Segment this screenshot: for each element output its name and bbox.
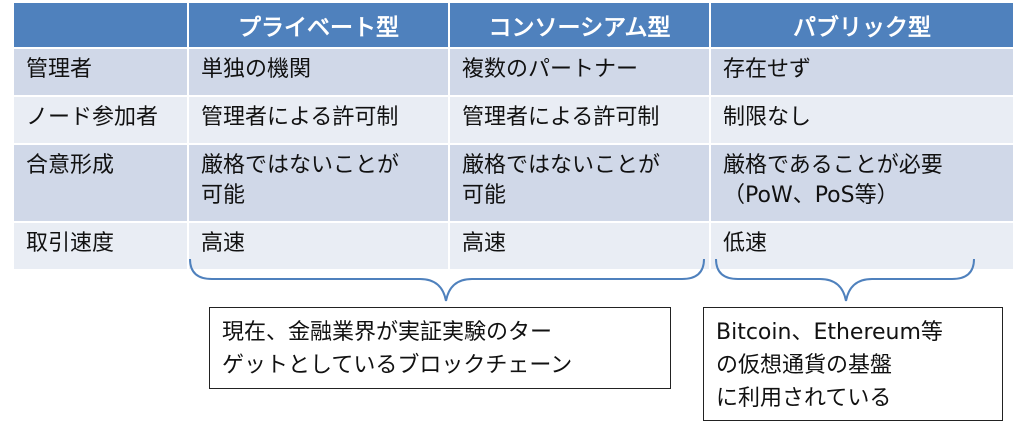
row-label: 取引速度 xyxy=(14,221,189,269)
header-private: プライベート型 xyxy=(188,3,450,48)
cell-line: 厳格であることが必要 xyxy=(723,153,943,178)
row-label: ノード参加者 xyxy=(14,95,189,144)
note-private-consortium: 現在、金融業界が実証実験のター ゲットとしているブロックチェーン xyxy=(209,307,671,389)
header-row: プライベート型 コンソーシアム型 パブリック型 xyxy=(14,3,1015,48)
cell-private: 高速 xyxy=(188,221,450,269)
cell-private: 単独の機関 xyxy=(188,47,450,96)
note-line: に利用されている xyxy=(716,386,892,411)
cell-consortium: 高速 xyxy=(449,221,711,269)
cell-line: 可能 xyxy=(201,183,246,208)
note-line: Bitcoin、Ethereum等 xyxy=(716,320,943,345)
note-public: Bitcoin、Ethereum等 の仮想通貨の基盤 に利用されている xyxy=(703,307,1003,421)
row-transaction-speed: 取引速度 高速 高速 低速 xyxy=(14,221,1015,269)
row-node-participants: ノード参加者 管理者による許可制 管理者による許可制 制限なし xyxy=(14,95,1015,144)
cell-public: 低速 xyxy=(710,221,1015,269)
cell-consortium: 厳格ではないことが 可能 xyxy=(449,143,711,222)
note-line: 現在、金融業界が実証実験のター xyxy=(222,320,553,345)
cell-line: 可能 xyxy=(462,183,507,208)
cell-consortium: 管理者による許可制 xyxy=(449,95,711,144)
comparison-table: プライベート型 コンソーシアム型 パブリック型 管理者 単独の機関 複数のパート… xyxy=(14,3,1015,269)
cell-line: （PoW、PoS等） xyxy=(723,183,899,208)
note-line: ゲットとしているブロックチェーン xyxy=(222,353,573,378)
note-line: の仮想通貨の基盤 xyxy=(716,353,893,378)
cell-line: 厳格ではないことが xyxy=(201,153,400,178)
cell-line: 厳格ではないことが xyxy=(462,153,661,178)
cell-private: 厳格ではないことが 可能 xyxy=(188,143,450,222)
row-label: 管理者 xyxy=(14,47,189,96)
header-corner xyxy=(14,3,189,48)
header-consortium: コンソーシアム型 xyxy=(449,3,711,48)
cell-private: 管理者による許可制 xyxy=(188,95,450,144)
row-consensus: 合意形成 厳格ではないことが 可能 厳格ではないことが 可能 厳格であることが必… xyxy=(14,143,1015,222)
cell-public: 制限なし xyxy=(710,95,1015,144)
cell-public: 厳格であることが必要 （PoW、PoS等） xyxy=(710,143,1015,222)
header-public: パブリック型 xyxy=(710,3,1015,48)
cell-consortium: 複数のパートナー xyxy=(449,47,711,96)
row-administrator: 管理者 単独の機関 複数のパートナー 存在せず xyxy=(14,47,1015,96)
cell-public: 存在せず xyxy=(710,47,1015,96)
row-label: 合意形成 xyxy=(14,143,189,222)
